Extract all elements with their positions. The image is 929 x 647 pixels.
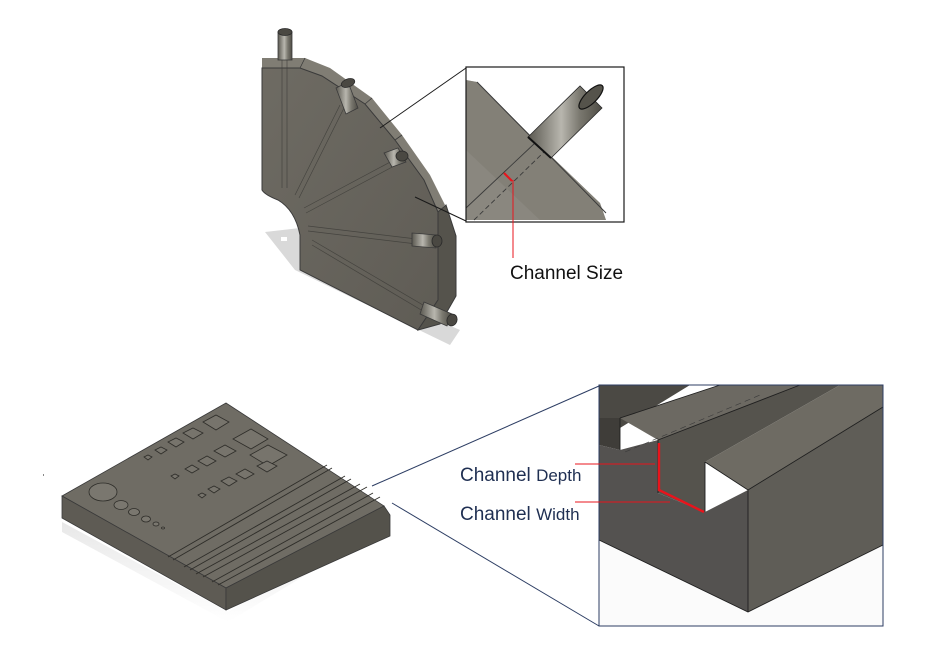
channel-depth-width-marker [657, 443, 705, 514]
callout-leader-line [391, 502, 600, 627]
curved-block-part [261, 28, 460, 345]
inset-channel-line [465, 142, 536, 209]
channel-size-marker [503, 172, 513, 182]
channel-size-label: Channel Size [510, 263, 624, 284]
inset-pipe [527, 84, 604, 159]
test-plate-part [61, 402, 391, 622]
channel-depth-width-zoom-inset [598, 384, 884, 627]
circular-bosses [88, 482, 165, 530]
channel-width-label: Channel Width [460, 504, 580, 526]
channel-width-label-main: Channel [460, 504, 531, 525]
inset-front-face [599, 440, 748, 612]
inset-ridge-front [599, 418, 620, 450]
plate-channels [167, 464, 381, 586]
inset-channel-line [473, 151, 545, 221]
plate-right-side [225, 505, 391, 611]
pipe [335, 78, 359, 115]
segment-line [364, 97, 373, 105]
callout-leader-line [379, 67, 467, 129]
inset-hidden-edge [624, 394, 761, 453]
internal-channels [281, 60, 441, 321]
inset-channel-wall [658, 385, 840, 512]
pipe [419, 301, 458, 327]
block-side-face [416, 204, 457, 331]
inset-right-face [748, 407, 883, 612]
block-front-face [261, 67, 439, 331]
pipe [383, 147, 409, 168]
channel-size-zoom-inset [465, 66, 625, 223]
block-top-face [262, 58, 445, 212]
callout-leader-line [414, 196, 467, 222]
callout-leader-line [371, 385, 600, 487]
segment-line [394, 134, 403, 141]
channel-depth-label-main: Channel [460, 465, 531, 486]
pipe [277, 28, 293, 61]
square-bosses [143, 414, 288, 499]
shadow-hole [281, 237, 287, 241]
inset-ridge-top [620, 385, 800, 440]
inset-part-face-shade [466, 80, 606, 220]
channel-depth-label-sub: Depth [536, 466, 582, 485]
inset-floor [599, 540, 883, 626]
segment-line [299, 57, 306, 69]
pipe [411, 232, 443, 249]
channel-depth-label: Channel Depth [460, 465, 581, 487]
channel-width-label-sub: Width [536, 505, 580, 524]
inset-block-top [705, 385, 883, 490]
stray-mark [43, 474, 44, 476]
